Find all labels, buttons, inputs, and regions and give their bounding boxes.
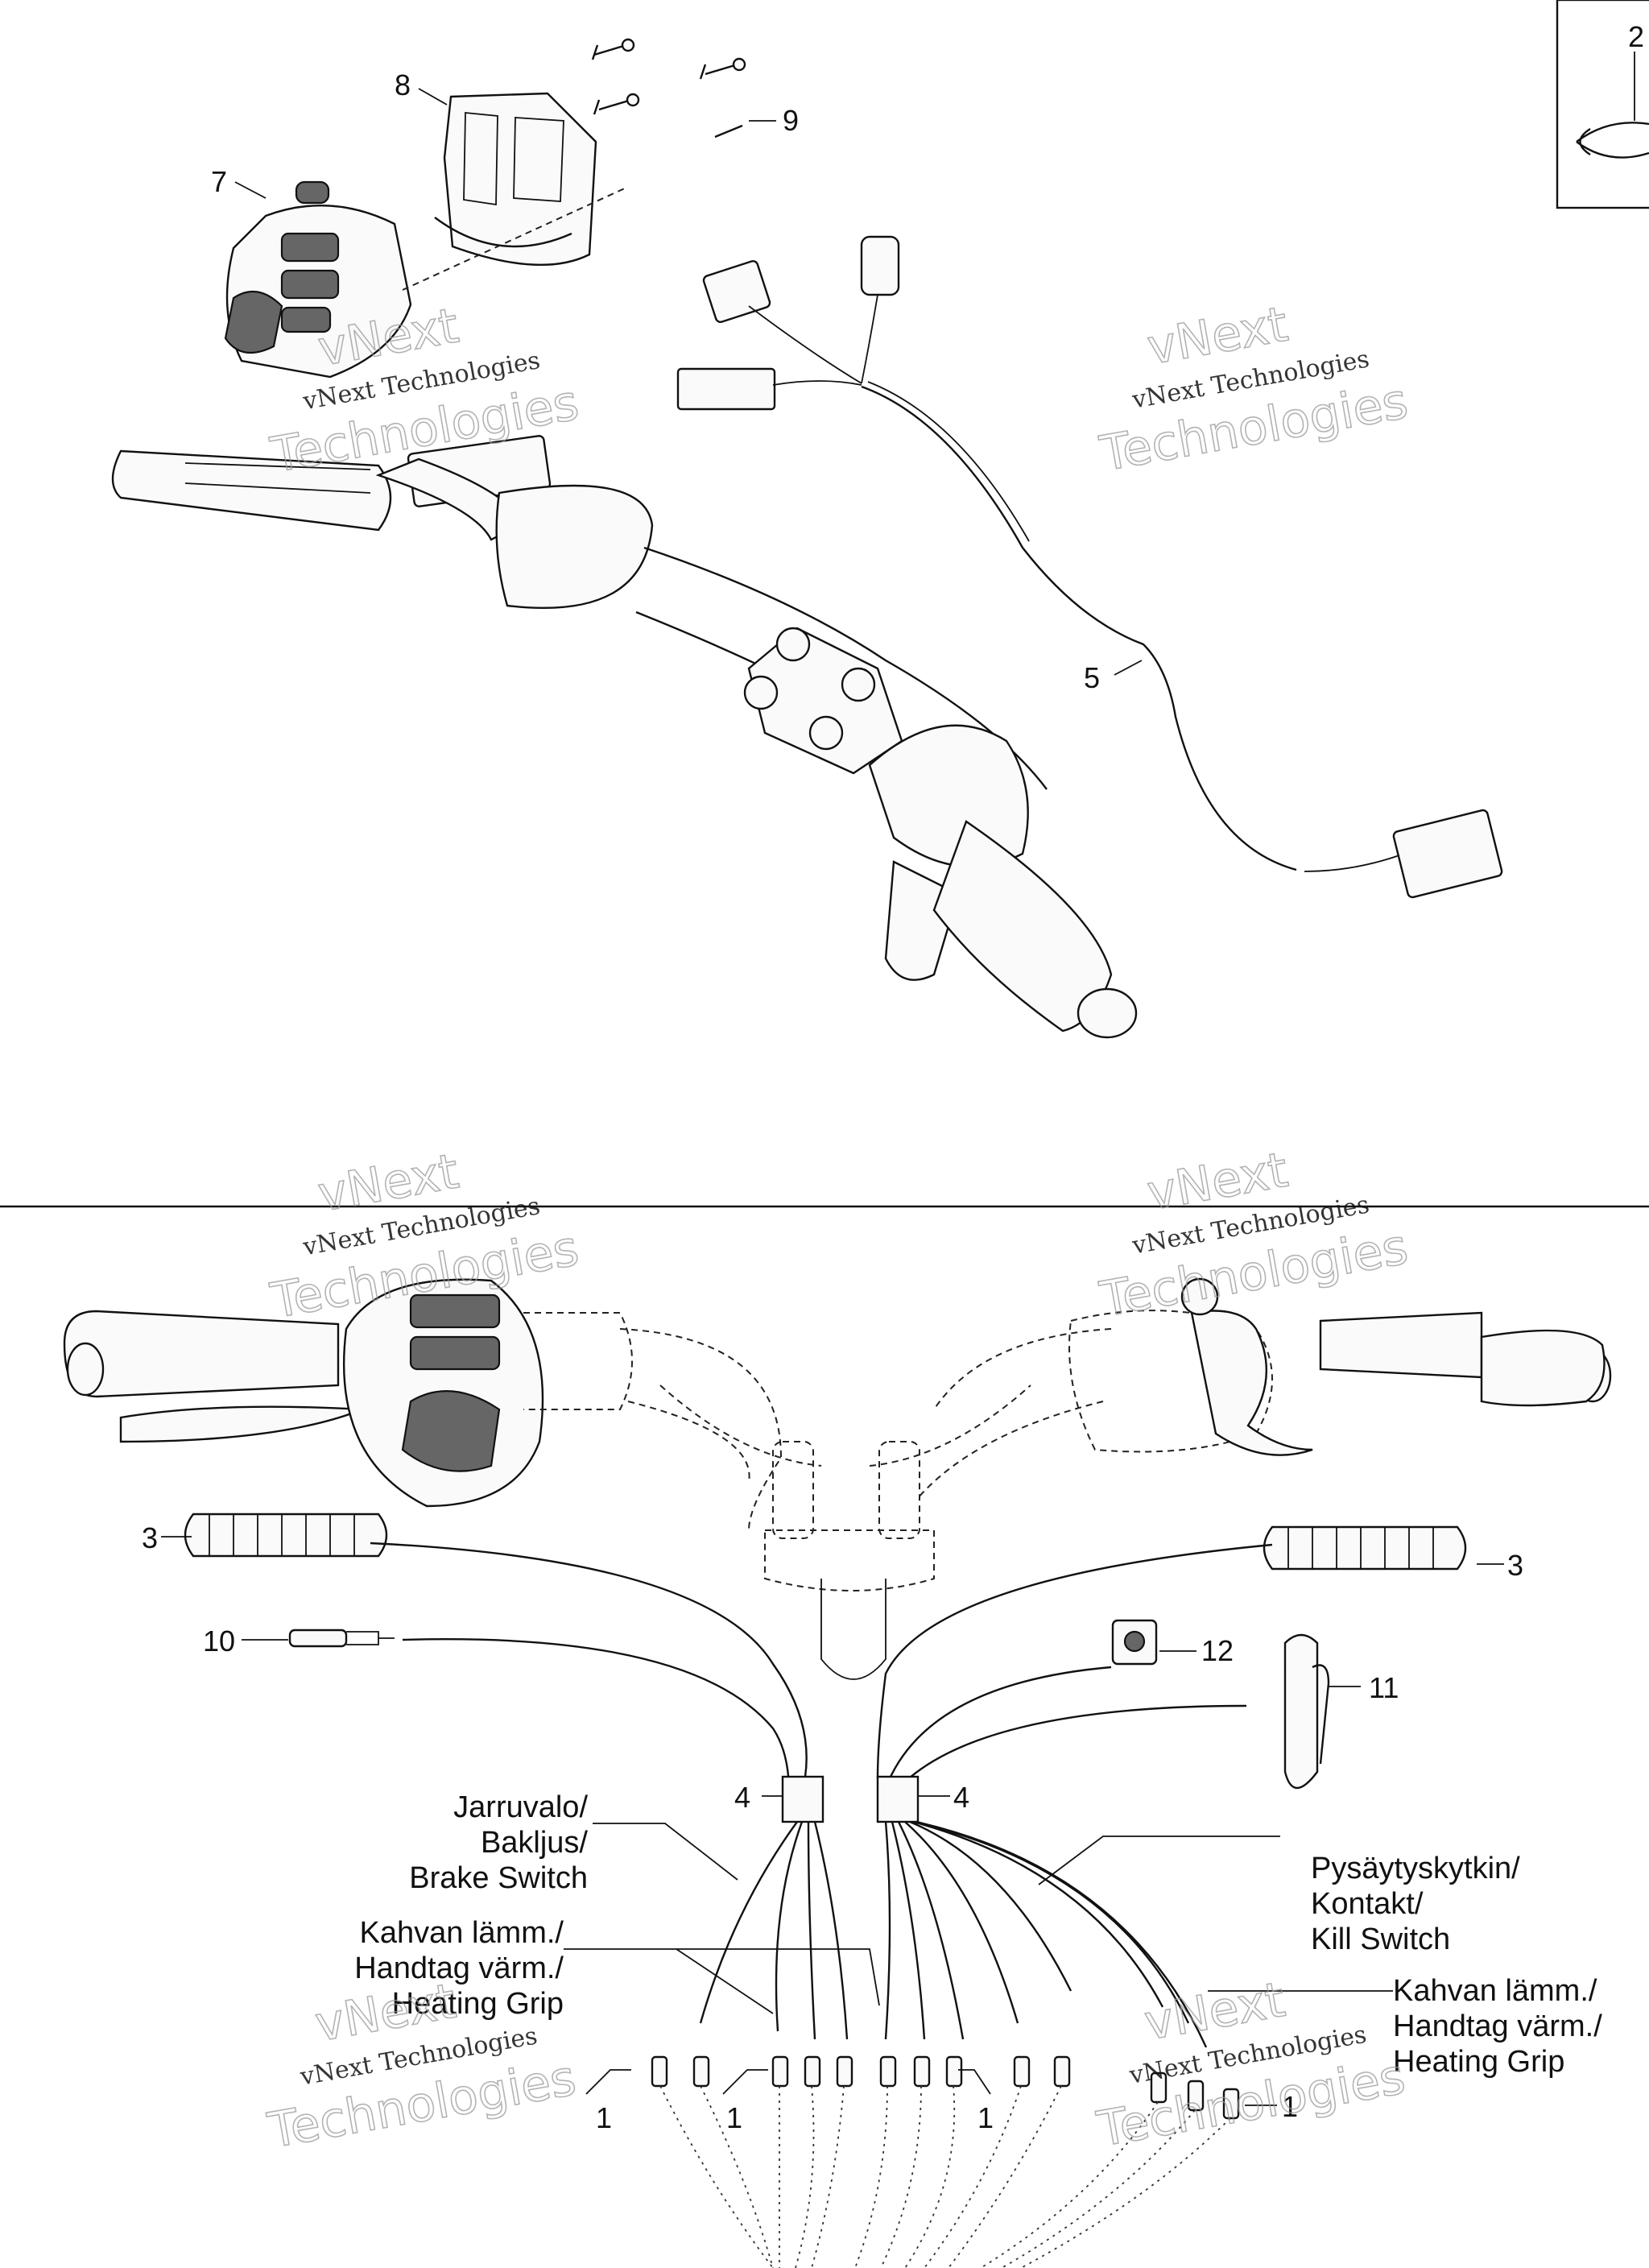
callout-1-c: 1 — [977, 2101, 994, 2134]
bracket-part-11: 11 — [1283, 1633, 1399, 1789]
watermark-5: vNext vNext Technologies Technologies — [263, 1972, 581, 2160]
callout-4-right: 4 — [953, 1781, 969, 1814]
heating-right-line-1: Kahvan lämm./ — [1393, 1974, 1597, 2008]
connector-part-12: 12 — [1111, 1619, 1234, 1667]
heating-right-line-3: Heating Grip — [1393, 2045, 1564, 2079]
callout-5: 5 — [1084, 661, 1100, 694]
callout-10: 10 — [203, 1624, 235, 1658]
callout-9: 9 — [783, 104, 799, 137]
heating-left-line-3: Heating Grip — [392, 1987, 564, 2021]
switch-housing-part-8: 8 — [395, 68, 597, 267]
label-brake-switch: Jarruvalo/ Bakljus/ Brake Switch — [409, 1790, 588, 1895]
label-kill-switch: Pysäytyskytkin/ Kontakt/ Kill Switch — [1311, 1852, 1520, 1956]
kill-label-line-2: Kontakt/ — [1311, 1887, 1424, 1921]
heating-grip-elements-part-3: 3 3 — [142, 1513, 1523, 1582]
brake-label-line-1: Jarruvalo/ — [453, 1790, 588, 1824]
callout-8: 8 — [395, 68, 411, 101]
callout-4-left: 4 — [734, 1781, 750, 1814]
sensor-part-10: 10 — [203, 1624, 395, 1658]
cable-routes: 4 4 — [370, 1542, 1273, 1823]
label-heating-grip-left: Kahvan lämm./ Handtag värm./ Heating Gri… — [354, 1916, 564, 2021]
callout-7: 7 — [211, 165, 227, 198]
watermark-3: vNext vNext Technologies Technologies — [266, 1143, 583, 1331]
watermark-2: vNext vNext Technologies Technologies — [1095, 296, 1412, 483]
callout-2: 2 — [1628, 20, 1644, 53]
kill-label-line-1: Pysäytyskytkin/ — [1311, 1852, 1520, 1885]
handlebar-assembly-bottom — [63, 1277, 1612, 1680]
heating-left-line-2: Handtag värm./ — [354, 1951, 564, 1985]
callout-3-left: 3 — [142, 1521, 158, 1554]
watermark-4: vNext vNext Technologies Technologies — [1095, 1141, 1412, 1329]
brake-label-line-3: Brake Switch — [409, 1861, 588, 1895]
wiring-harness-part-5: 5 — [676, 235, 1503, 899]
screws-part-9: 9 — [591, 38, 799, 139]
brake-label-line-2: Bakljus/ — [481, 1826, 588, 1860]
label-heating-grip-right: Kahvan lämm./ Handtag värm./ Heating Gri… — [1393, 1974, 1602, 2079]
callout-1-b: 1 — [726, 2101, 742, 2134]
heating-right-line-2: Handtag värm./ — [1393, 2009, 1602, 2043]
callout-1-a: 1 — [596, 2101, 612, 2134]
callout-11: 11 — [1369, 1671, 1399, 1704]
cable-tie-inset: 2 — [1556, 0, 1649, 209]
handlebar-assembly-top — [111, 435, 1138, 1039]
kill-label-line-3: Kill Switch — [1311, 1922, 1450, 1956]
heating-left-line-1: Kahvan lämm./ — [360, 1916, 564, 1950]
switch-module-part-7: 7 — [211, 165, 629, 379]
wire-fan: 1 1 1 1 — [585, 1820, 1298, 2268]
callout-1-d: 1 — [1282, 2090, 1298, 2123]
callout-12: 12 — [1201, 1634, 1234, 1667]
watermark-6: vNext vNext Technologies Technologies — [1093, 1971, 1410, 2158]
label-leaders — [564, 1823, 1393, 2014]
callout-3-right: 3 — [1507, 1549, 1523, 1582]
